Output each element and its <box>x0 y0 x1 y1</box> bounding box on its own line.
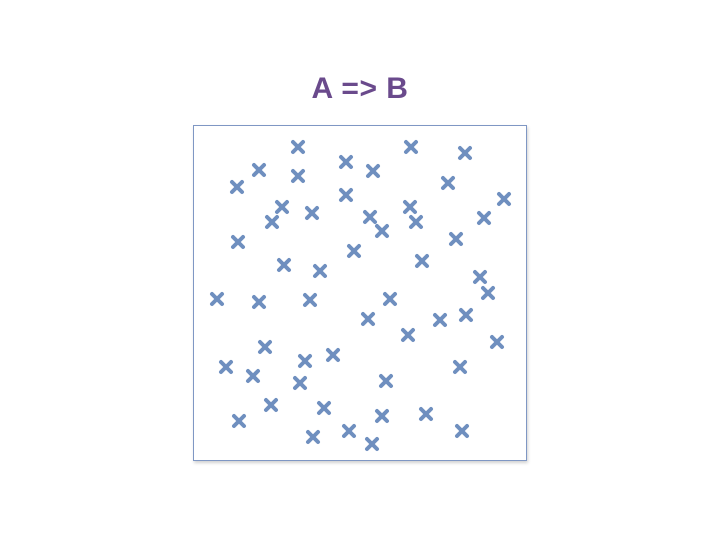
x-cross-icon <box>258 340 272 354</box>
x-cross-icon <box>458 146 472 160</box>
x-cross-icon <box>459 308 473 322</box>
slide-title: A => B <box>311 72 409 105</box>
x-cross-icon <box>277 258 291 272</box>
x-cross-icon <box>252 163 266 177</box>
x-cross-icon <box>404 140 418 154</box>
x-cross-icon <box>363 210 377 224</box>
x-cross-icon <box>246 369 260 383</box>
x-cross-icon <box>365 437 379 451</box>
x-cross-icon <box>313 264 327 278</box>
x-cross-icon <box>347 244 361 258</box>
diagram-frame <box>193 125 527 461</box>
x-cross-icon <box>375 409 389 423</box>
x-cross-icon <box>210 292 224 306</box>
x-cross-icon <box>293 376 307 390</box>
x-cross-icon <box>490 335 504 349</box>
x-cross-icon <box>252 295 266 309</box>
x-cross-icon <box>326 348 340 362</box>
x-cross-icon <box>403 200 417 214</box>
x-cross-icon <box>409 215 423 229</box>
x-cross-icon <box>317 401 331 415</box>
x-cross-icon <box>453 360 467 374</box>
x-cross-icon <box>306 430 320 444</box>
x-cross-icon <box>383 292 397 306</box>
x-cross-icon <box>275 200 289 214</box>
x-cross-icon <box>303 293 317 307</box>
x-cross-icon <box>342 424 356 438</box>
x-cross-icon <box>455 424 469 438</box>
x-cross-icon <box>291 140 305 154</box>
x-cross-icon <box>449 232 463 246</box>
x-cross-icon <box>379 374 393 388</box>
x-cross-icon <box>375 224 389 238</box>
x-cross-icon <box>231 235 245 249</box>
x-cross-icon <box>291 169 305 183</box>
x-cross-icon <box>298 354 312 368</box>
x-cross-icon <box>433 313 447 327</box>
x-cross-icon <box>339 155 353 169</box>
x-cross-icon <box>361 312 375 326</box>
x-cross-icon <box>473 270 487 284</box>
x-cross-icon <box>305 206 319 220</box>
x-cross-icon <box>401 328 415 342</box>
x-cross-icon <box>230 180 244 194</box>
x-cross-icon <box>415 254 429 268</box>
x-cross-icon <box>419 407 433 421</box>
x-cross-icon <box>366 164 380 178</box>
x-cross-icon <box>232 414 246 428</box>
x-cross-icon <box>219 360 233 374</box>
x-cross-icon <box>264 398 278 412</box>
x-cross-icon <box>441 176 455 190</box>
x-cross-icon <box>339 188 353 202</box>
x-cross-icon <box>497 192 511 206</box>
x-cross-icon <box>477 211 491 225</box>
x-cross-icon <box>481 286 495 300</box>
x-cross-icon <box>265 215 279 229</box>
